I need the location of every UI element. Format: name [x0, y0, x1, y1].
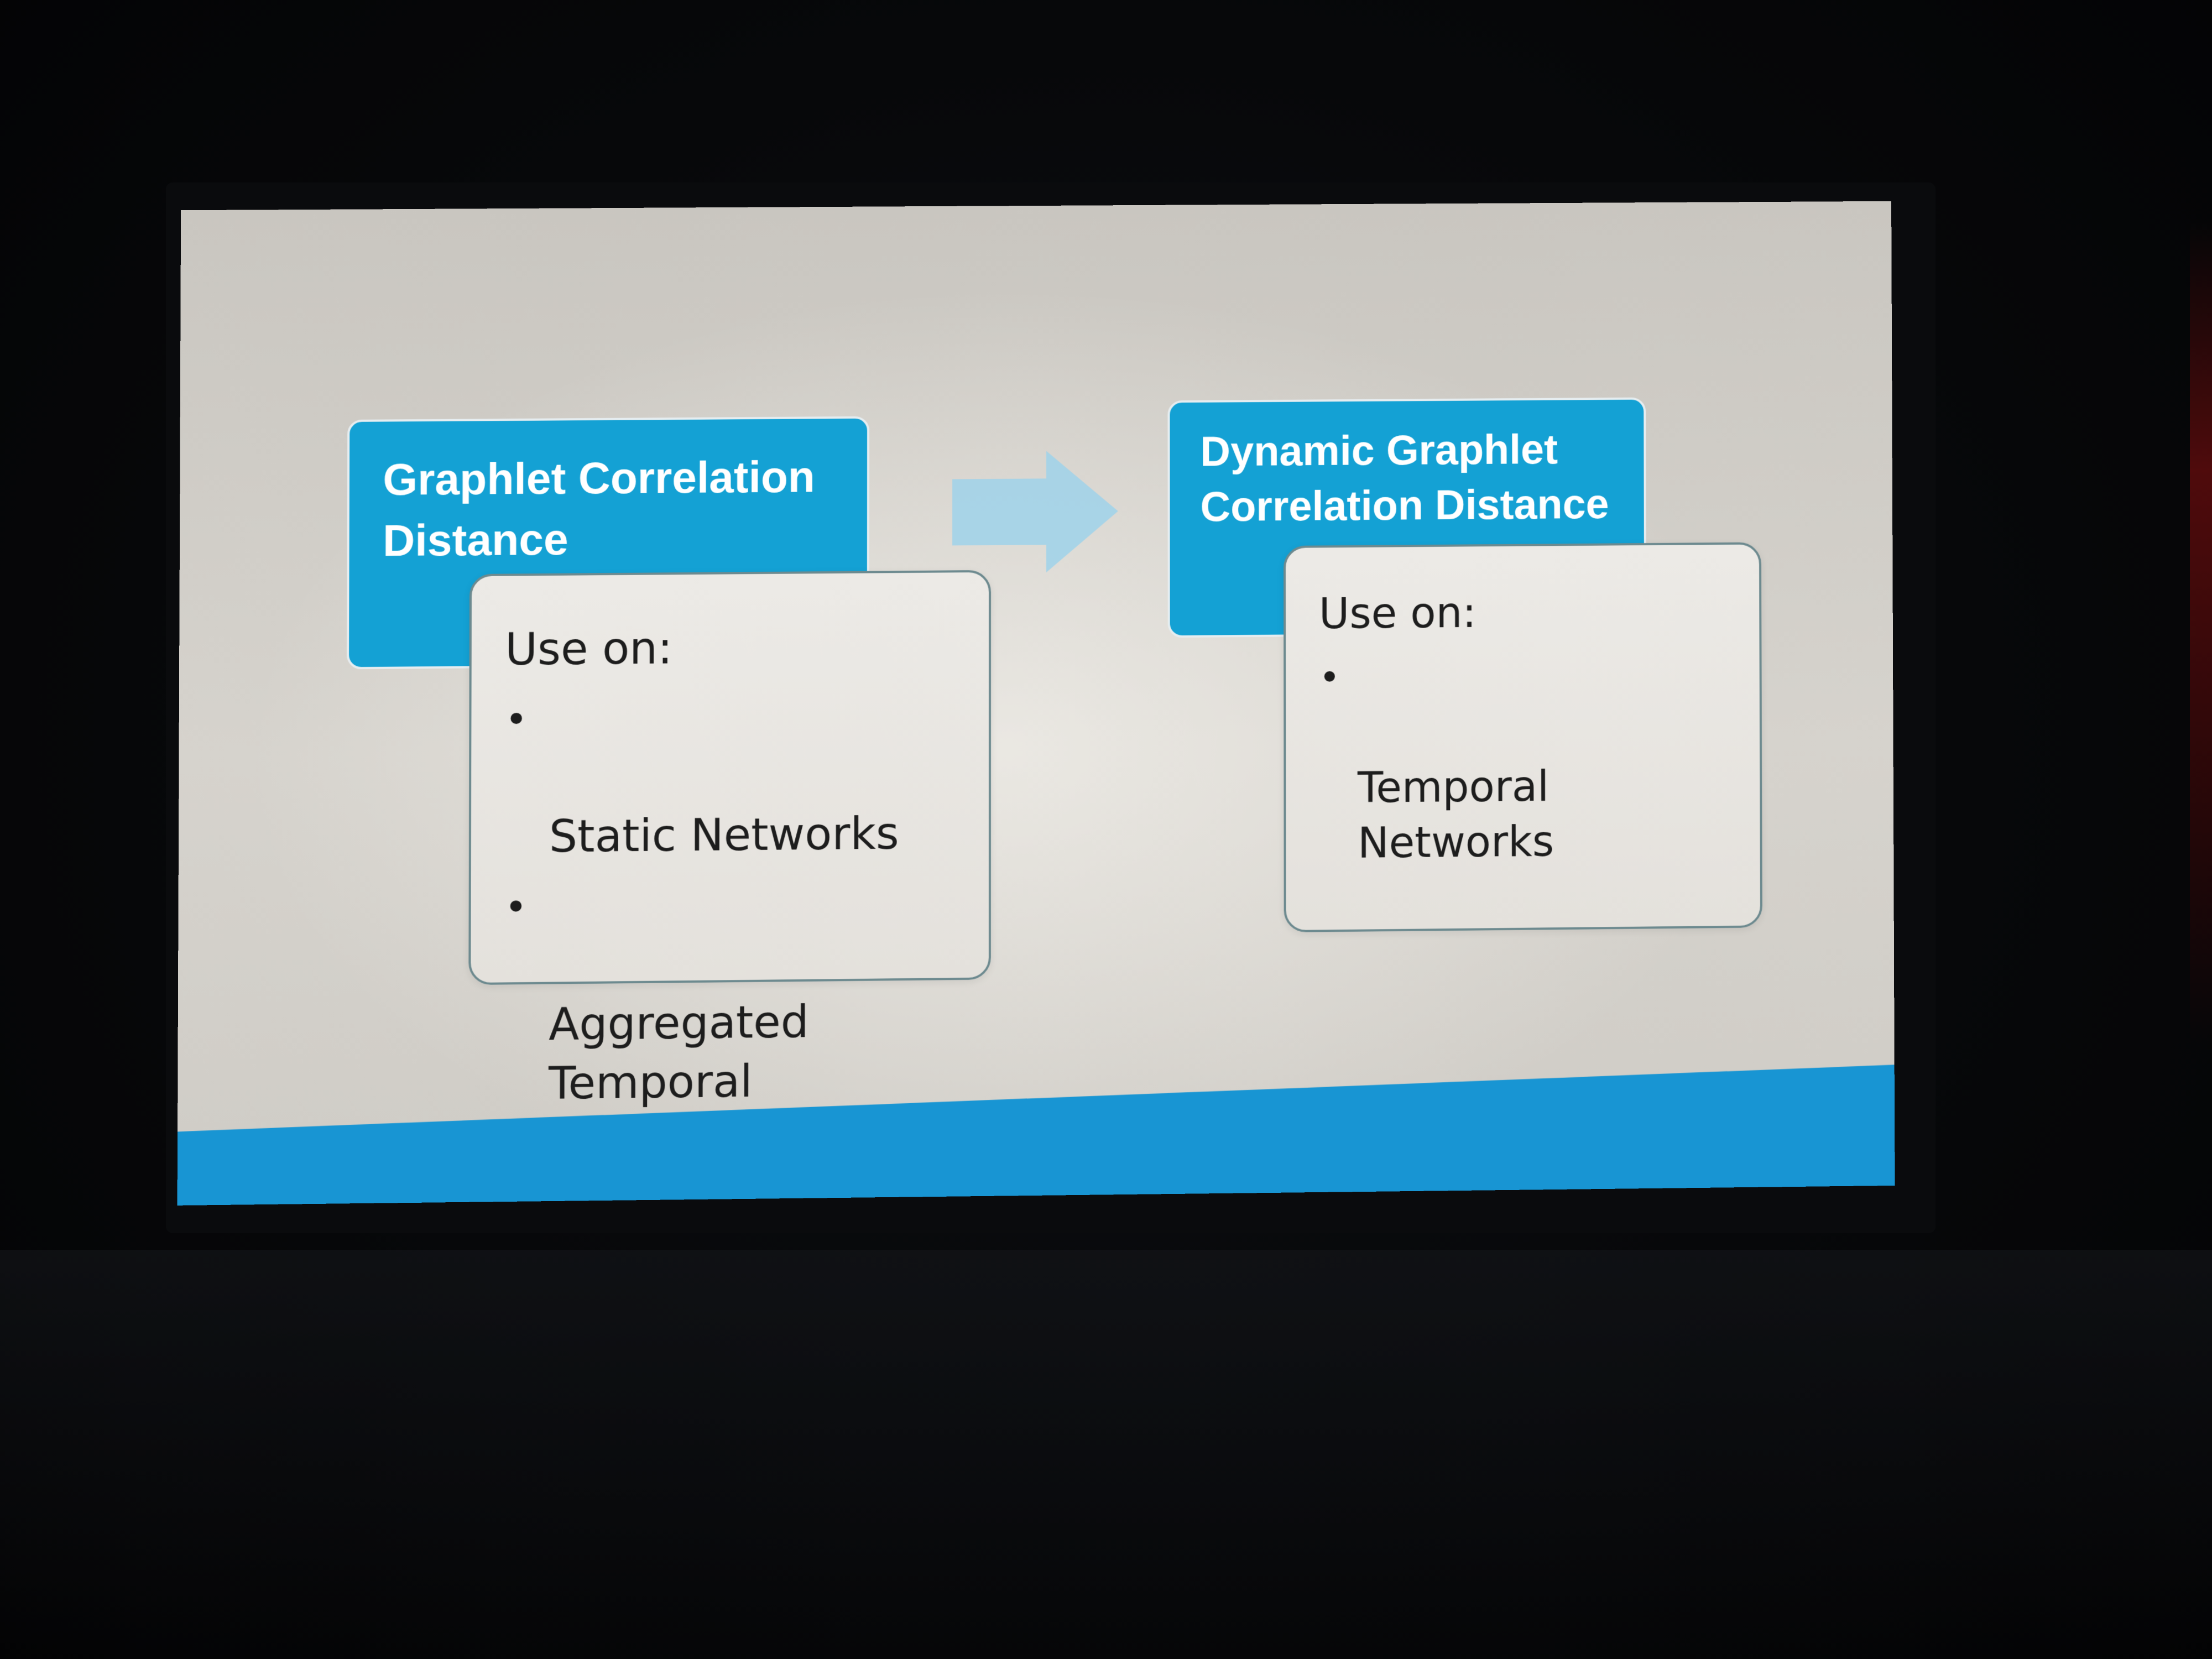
bullet-icon: • [504, 696, 528, 743]
left-use-on-box: Use on: • Static Networks • Aggregated T… [468, 570, 992, 1168]
floor-reflection [0, 1250, 2212, 1659]
presentation-slide: Graphlet Correlation Distance Use on: • … [177, 201, 1895, 1206]
right-arrow-icon [952, 450, 1118, 573]
slide-footer-band [177, 1063, 1895, 1206]
left-title-text: Graphlet Correlation Distance [383, 452, 815, 566]
list-item-text: Static Networks [549, 807, 899, 863]
bullet-icon: • [1318, 656, 1340, 699]
bullet-icon: • [504, 884, 528, 930]
left-use-on-list: • Static Networks • Aggregated Temporal … [504, 686, 967, 1173]
right-use-on-list: • Temporal Networks [1319, 647, 1738, 872]
list-item: • Static Networks [504, 686, 967, 867]
red-light-glow [2190, 221, 2212, 1051]
right-use-on-box: Use on: • Temporal Networks [1283, 542, 1763, 933]
right-use-on-label: Use on: [1318, 588, 1477, 638]
left-use-on-label: Use on: [505, 622, 673, 676]
list-item-text: Temporal Networks [1357, 761, 1554, 868]
list-item: • Temporal Networks [1319, 647, 1738, 872]
right-title-text: Dynamic Graphlet Correlation Distance [1200, 426, 1609, 531]
